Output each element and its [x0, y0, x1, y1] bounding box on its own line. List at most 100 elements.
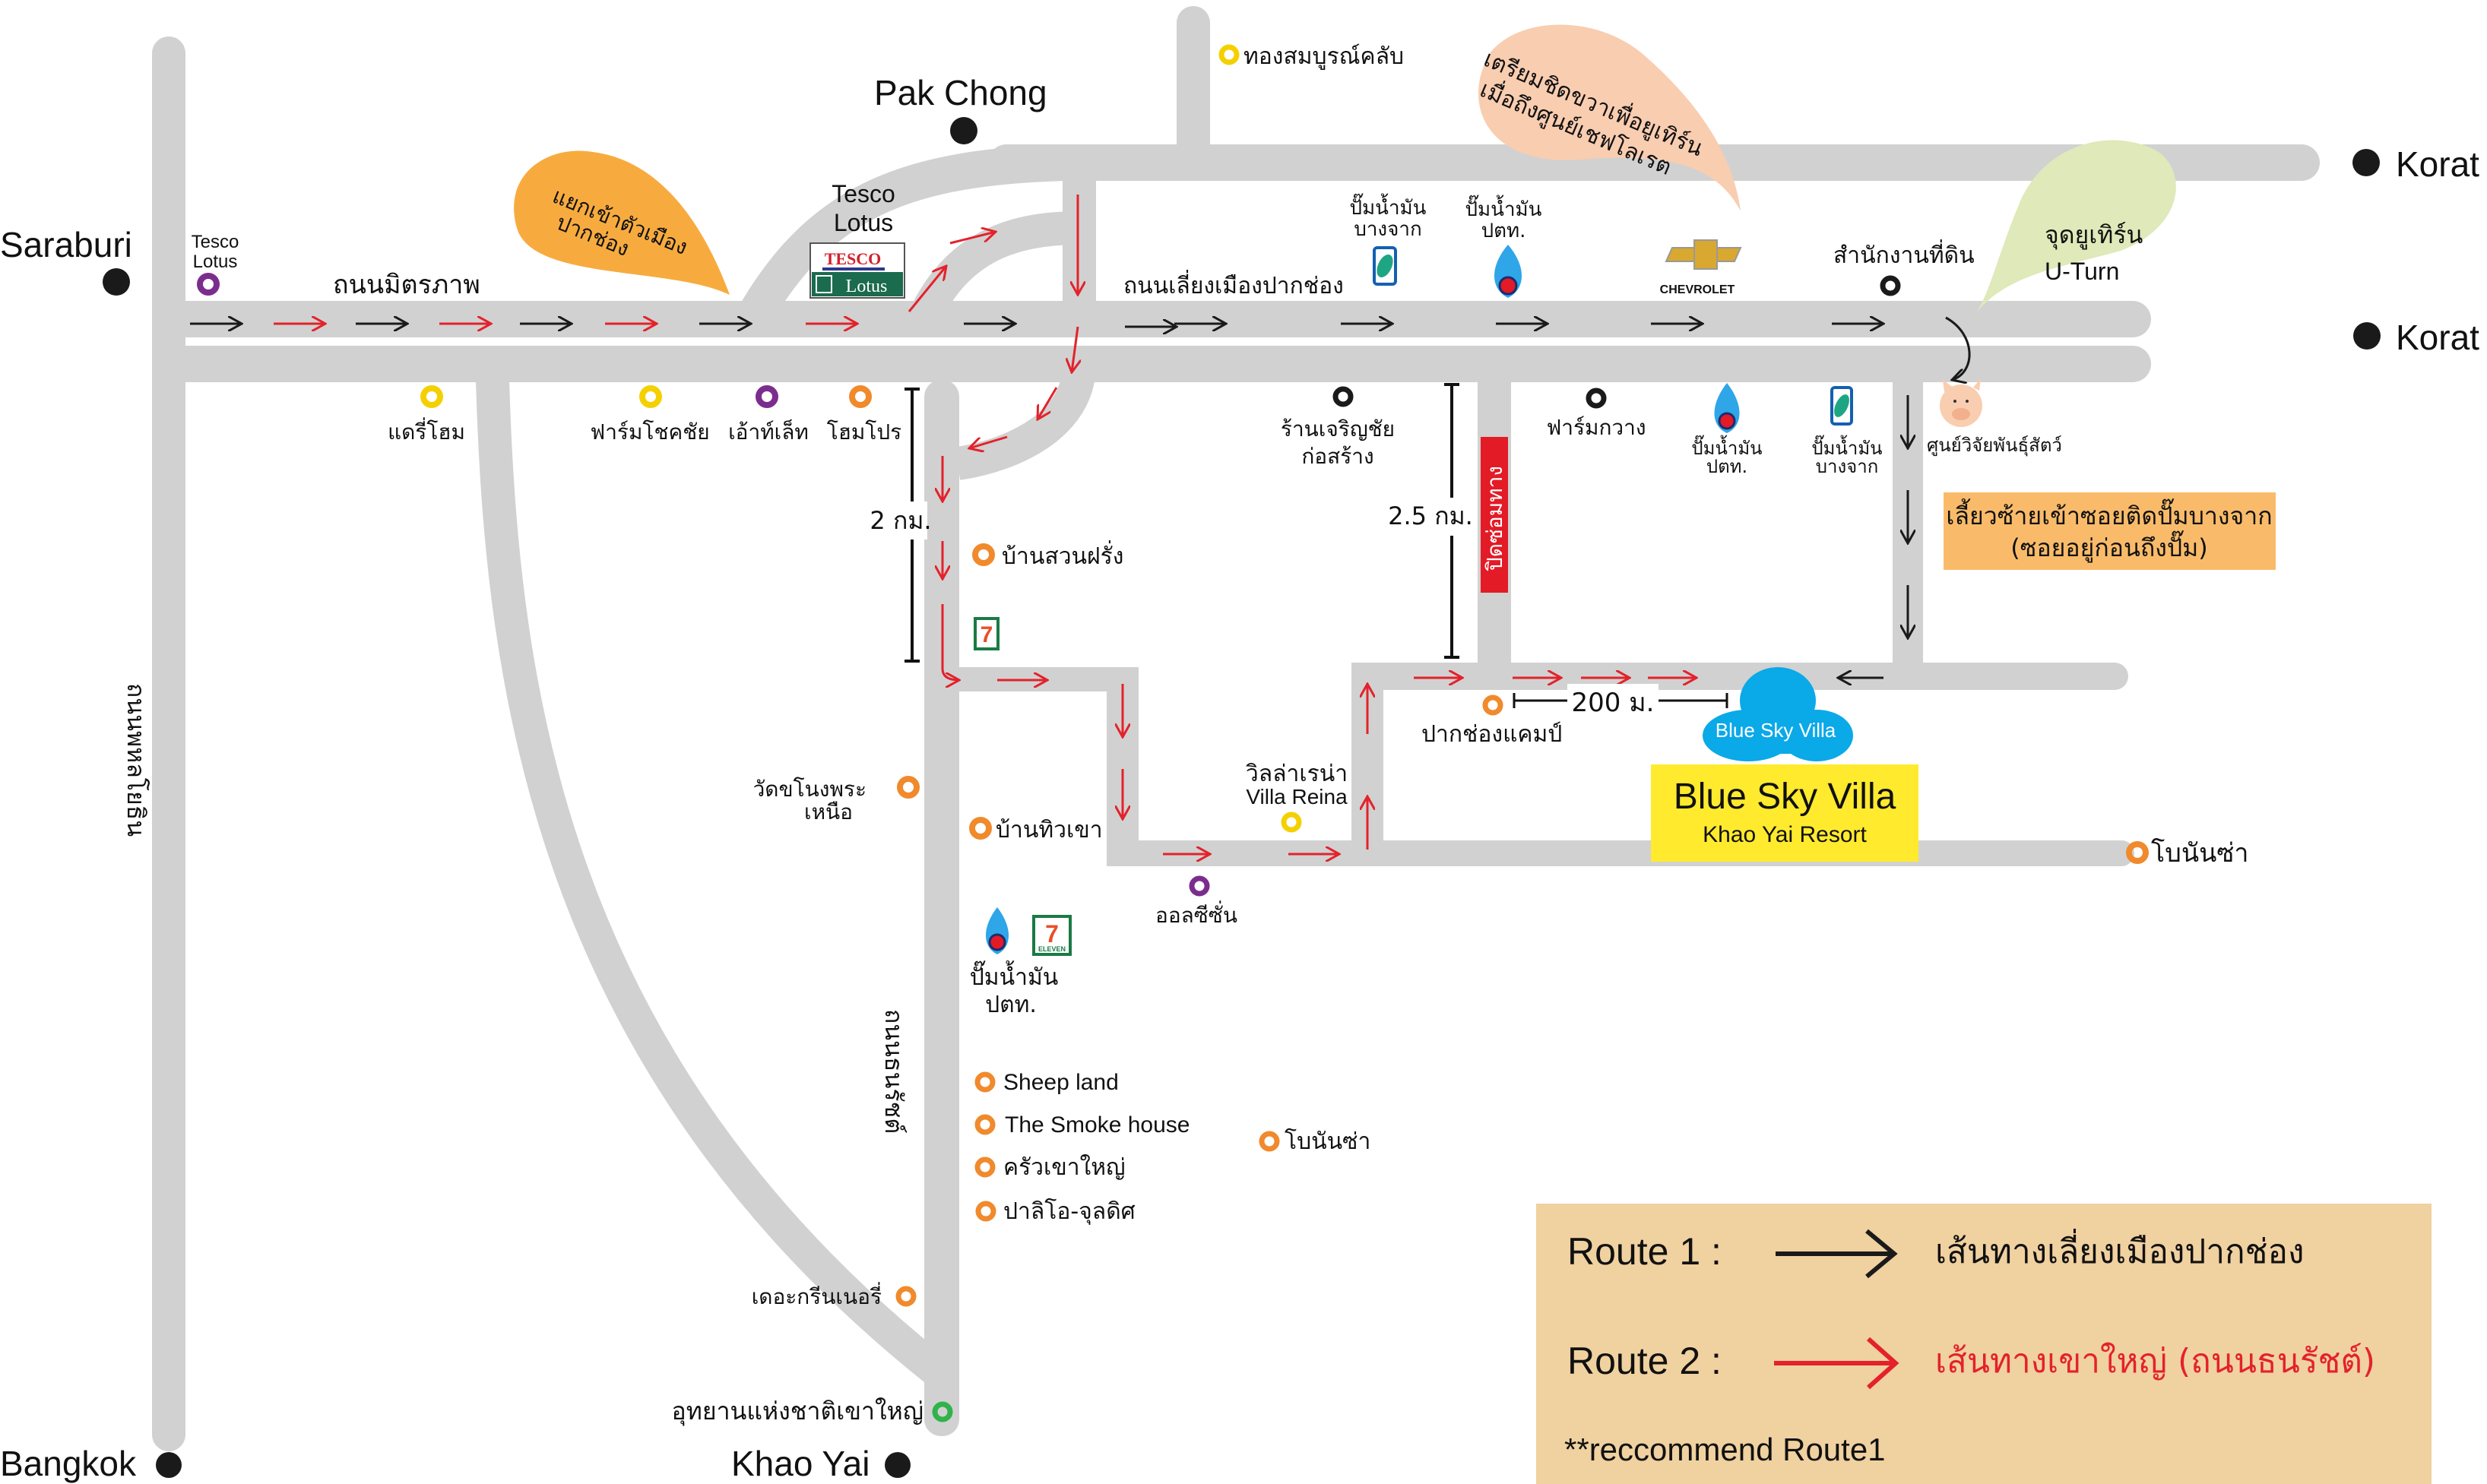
legend-box: [1536, 1204, 2432, 1484]
road-closed-sign: ปิดซ่อมทาง: [1481, 437, 1508, 593]
pois: Tesco Lotus Tesco Lotus TESCO Lotus ทองส…: [192, 43, 2249, 1426]
road-name-bypass: ถนนเลี่ยงเมืองปากช่อง: [1123, 270, 1344, 299]
road-main-upper-lane: [152, 301, 2151, 337]
chevrolet-icon: [1665, 239, 1742, 270]
info-box-text: เลี้ยวซ้ายเข้าซอยติดปั๊มบางจาก: [1946, 498, 2272, 530]
poi-label: ฟาร์มโชคชัย: [590, 419, 709, 445]
city-saraburi: Saraburi: [0, 225, 132, 264]
poi-marker-orange: [849, 385, 872, 408]
poi-label: Tesco: [832, 180, 895, 207]
poi-marker-yellow: [1281, 812, 1302, 833]
poi-label: บ้านสวนฝรั่ง: [1002, 540, 1123, 570]
poi-label: Tesco: [192, 232, 239, 252]
poi-marker-yellow: [639, 385, 662, 408]
info-box-turn-left: เลี้ยวซ้ายเข้าซอยติดปั๊มบางจาก (ซอยอยู่ก…: [1944, 492, 2276, 570]
road-thanarat: [924, 380, 959, 1436]
road-upper-bypass: [988, 144, 2320, 181]
route2-arrow: [969, 435, 1008, 448]
poi-label: บ้านทิวเขา: [996, 817, 1103, 843]
route2-arrow: [1072, 326, 1078, 372]
legend-route2-label: Route 2 :: [1567, 1340, 1722, 1382]
poi-label: เหนือ: [804, 799, 853, 824]
poi-marker-orange: [895, 1286, 917, 1307]
lotus-logo-text: Lotus: [846, 277, 888, 296]
poi-marker-orange: [974, 1071, 996, 1093]
route2-arrow: [908, 266, 946, 312]
callout-uturn: จุดยูเทิร์น U-Turn: [1976, 140, 2176, 313]
blue-sky-villa-cloud-icon: Blue Sky Villa: [1703, 667, 1853, 761]
city-dot: [950, 117, 977, 144]
legend: Route 1 : เส้นทางเลี่ยงเมืองปากช่อง Rout…: [1536, 1204, 2432, 1484]
poi-marker-yellow: [1218, 44, 1240, 65]
road-curve-upper: [737, 144, 1065, 328]
pig-icon: [1940, 378, 1982, 427]
poi-label: โบนันซ่า: [1285, 1128, 1370, 1155]
info-box-text: (ซอยอยู่ก่อนถึงปั๊ม): [2010, 530, 2208, 563]
poi-marker-yellow: [420, 385, 443, 408]
legend-route1-arrowhead: [1865, 1229, 1898, 1279]
city-dot: [885, 1452, 911, 1478]
poi-label: ปั๊มน้ำมัน: [1465, 195, 1542, 221]
poi-label: โบนันซ่า: [2151, 838, 2249, 869]
ptt-icon: [986, 907, 1009, 954]
poi-marker-orange: [1259, 1131, 1280, 1152]
poi-label: ออลซีซั่น: [1155, 900, 1237, 928]
distance-2km: 2 กม.: [870, 506, 931, 535]
poi-marker-orange: [972, 543, 995, 566]
road-soi-3: [1107, 840, 2134, 866]
tesco-logo-text: TESCO: [825, 249, 882, 268]
poi-label: เดอะกรีนเนอรี่: [752, 1282, 882, 1309]
ptt-icon: [1494, 245, 1522, 298]
uturn-arrow: [1945, 316, 1971, 380]
poi-label: ทองสมบูรณ์คลับ: [1244, 43, 1404, 70]
city-dot: [156, 1452, 182, 1478]
city-dot: [2353, 322, 2381, 350]
poi-label: วัดขโนงพระ: [753, 777, 866, 802]
cities: Saraburi Pak Chong Korat Korat Bangkok K…: [0, 73, 2479, 1483]
distance-markers: 2 กม. 2.5 กม. 200 ม.: [859, 383, 1728, 718]
poi-label: ปตท.: [1481, 220, 1526, 242]
route2-arrow: [949, 232, 996, 245]
poi-marker-black: [1332, 386, 1354, 407]
road-loop-down: [955, 363, 1096, 480]
road-phahonyothin: [152, 36, 185, 1451]
destination-title: Blue Sky Villa: [1674, 777, 1896, 817]
poi-label: Villa Reina: [1246, 785, 1348, 808]
road-diagonal-curve: [476, 379, 953, 1389]
poi-label: บางจาก: [1354, 218, 1421, 241]
poi-label: ปั๊มน้ำมัน: [1811, 435, 1882, 459]
poi-label: Lotus: [193, 252, 238, 272]
road-closed-label: ปิดซ่อมทาง: [1482, 466, 1507, 571]
destination-subtitle: Khao Yai Resort: [1703, 822, 1867, 847]
city-khao-yai: Khao Yai: [731, 1444, 870, 1483]
poi-label: บางจาก: [1816, 456, 1879, 477]
seven-eleven-label: ELEVEN: [1038, 945, 1066, 953]
distance-2-5km: 2.5 กม.: [1388, 502, 1473, 530]
road-name-thanarat: ถนนธนรัชต์: [879, 1009, 908, 1134]
city-korat-bottom: Korat: [2396, 318, 2479, 357]
distance-200m: 200 ม.: [1572, 688, 1655, 718]
poi-marker-green: [932, 1401, 953, 1422]
poi-label: ก่อสร้าง: [1301, 444, 1373, 469]
poi-label: เอ้าท์เล็ท: [728, 419, 809, 445]
route2-arrow: [941, 604, 959, 680]
poi-label: ปากช่องแคมป์: [1421, 721, 1562, 748]
city-bangkok: Bangkok: [0, 1444, 137, 1483]
poi-marker-purple: [1189, 875, 1210, 897]
poi-label: ปั๊มน้ำมัน: [1691, 435, 1762, 459]
city-korat-top: Korat: [2396, 144, 2479, 184]
route-arrows: [190, 195, 1971, 854]
road-pakchong-stub: [1177, 6, 1210, 166]
legend-route2-arrowhead: [1867, 1337, 1899, 1390]
callout-text: U-Turn: [2045, 258, 2119, 285]
legend-route1-label: Route 1 :: [1567, 1230, 1722, 1273]
poi-marker-purple: [756, 385, 778, 408]
poi-label: ปตท.: [985, 992, 1037, 1018]
cloud-label: Blue Sky Villa: [1716, 719, 1836, 742]
poi-label: สำนักงานที่ดิน: [1833, 239, 1975, 269]
poi-marker-black: [1880, 275, 1901, 296]
poi-label: ปาลิโอ-จุลดิศ: [1003, 1198, 1136, 1226]
callout-enter-town: แยกเข้าตัวเมือง ปากช่อง: [514, 150, 730, 295]
legend-route2-desc: เส้นทางเขาใหญ่ (ถนนธนรัชต์): [1935, 1342, 2375, 1381]
